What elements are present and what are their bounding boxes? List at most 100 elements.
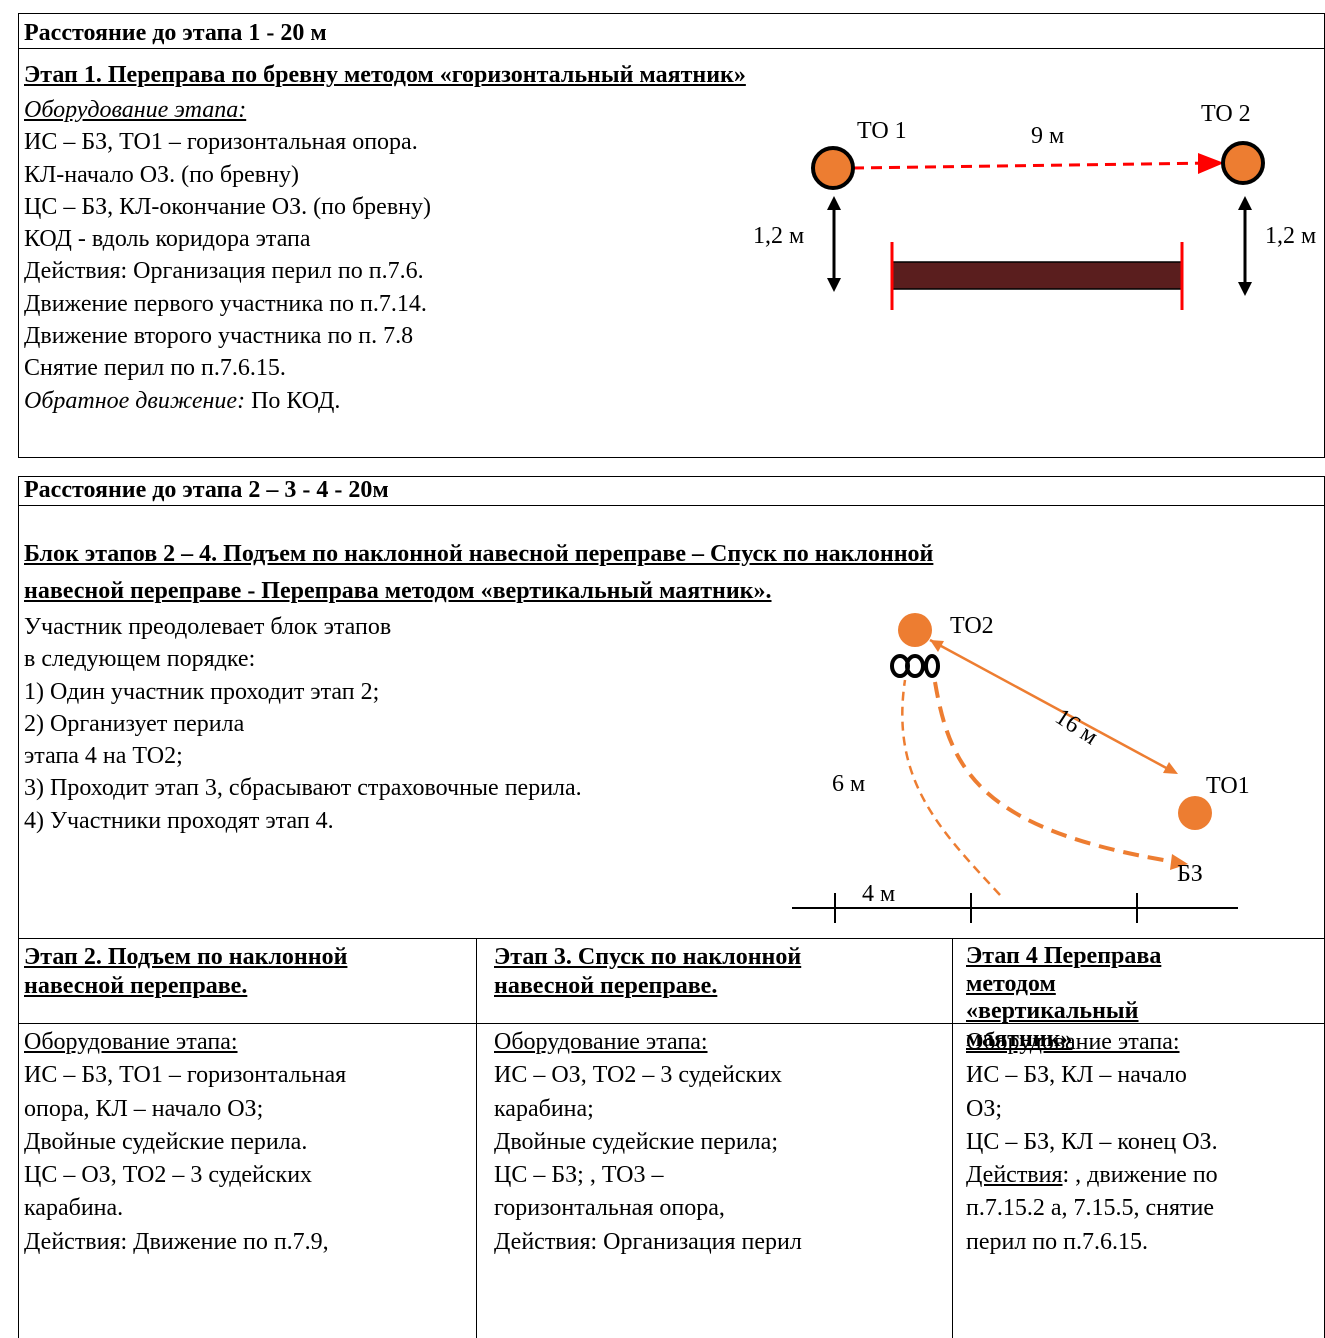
table-col-divider bbox=[476, 938, 477, 1338]
pendulum-path-curve bbox=[901, 679, 1001, 896]
slope-rope-arrowhead-top bbox=[930, 640, 944, 652]
pendulum-horizontal-diagram bbox=[811, 141, 1265, 310]
stage2-line: Двойные судейские перила. bbox=[24, 1128, 308, 1155]
table-col-divider bbox=[952, 938, 953, 1338]
stage2-body: Оборудование этапа: ИС – БЗ, ТО1 – гориз… bbox=[24, 1026, 346, 1259]
block2-line: Участник преодолевает блок этапов bbox=[24, 614, 392, 640]
block2-title-line1: Блок этапов 2 – 4. Подъем по наклонной н… bbox=[24, 541, 934, 567]
stage4-actions-label: Действия bbox=[966, 1162, 1063, 1189]
carabiner-icon bbox=[905, 654, 925, 678]
height-arrow-left-bottom-head bbox=[827, 278, 841, 292]
table-top-border bbox=[18, 938, 1325, 939]
stage3-heading: Этап 3. Спуск по наклонной навесной пере… bbox=[494, 943, 801, 1001]
descent-path-arrowhead bbox=[1170, 854, 1188, 870]
block1-line: ИС – БЗ, ТО1 – горизонтальная опора. bbox=[24, 129, 418, 156]
block1-distance: Расстояние до этапа 1 - 20 м bbox=[24, 20, 327, 46]
anchor-to1-circle bbox=[811, 146, 855, 190]
height-arrow-right-top-head bbox=[1238, 196, 1252, 210]
anchor-to2-circle bbox=[898, 613, 932, 647]
block2-text: Участник преодолевает блок этапов в след… bbox=[24, 611, 582, 837]
height-arrow-left-top-head bbox=[827, 196, 841, 210]
stage2-equipment-label: Оборудование этапа: bbox=[24, 1029, 238, 1055]
stage3-heading-line: Этап 3. Спуск по наклонной bbox=[494, 944, 802, 970]
anchor-to2-circle bbox=[1221, 141, 1265, 185]
block1-divider bbox=[18, 48, 1325, 49]
stage4-line: п.7.15.2 а, 7.15.5, снятие bbox=[966, 1195, 1215, 1222]
stage4-heading-line: «вертикальный bbox=[966, 998, 1139, 1024]
block2-line: в следующем порядке: bbox=[24, 646, 256, 673]
diagram1-label-distance: 9 м bbox=[1031, 123, 1065, 149]
stage4-heading-line: Этап 4 Переправа bbox=[966, 943, 1162, 969]
diagram1-label-height-right: 1,2 м bbox=[1265, 223, 1317, 249]
diagram1-label-height-left: 1,2 м bbox=[753, 223, 805, 249]
stage3-line: Двойные судейские перила; bbox=[494, 1128, 778, 1155]
stage4-heading: Этап 4 Переправа методом «вертикальный м… bbox=[966, 943, 1161, 1053]
block1-equipment-label: Оборудование этапа: bbox=[24, 97, 247, 123]
block2-line: 4) Участники проходят этап 4. bbox=[24, 807, 334, 834]
stage4-equipment-label: Оборудование этапа: bbox=[966, 1029, 1180, 1055]
block1-text: Оборудование этапа: ИС – БЗ, ТО1 – гориз… bbox=[24, 94, 431, 417]
diagram1-label-to2: ТО 2 bbox=[1201, 101, 1251, 127]
carabiner-icon bbox=[924, 654, 940, 678]
stage3-line: горизонтальная опора, bbox=[494, 1195, 725, 1222]
block1-title: Этап 1. Переправа по бревну методом «гор… bbox=[24, 62, 746, 88]
block2-distance: Расстояние до этапа 2 – 3 - 4 - 20м bbox=[24, 477, 389, 503]
block2-divider bbox=[18, 505, 1325, 506]
stage2-line: ИС – БЗ, ТО1 – горизонтальная bbox=[24, 1062, 347, 1089]
diagram2-label-to1: ТО1 bbox=[1206, 773, 1250, 799]
stage4-line: ЦС – БЗ, КЛ – конец ОЗ. bbox=[966, 1128, 1218, 1155]
stage2-heading-line: навесной переправе. bbox=[24, 973, 248, 999]
stage2-line: опора, КЛ – начало ОЗ; bbox=[24, 1095, 264, 1122]
stage3-line: Действия: Организация перил bbox=[494, 1228, 802, 1255]
stage4-heading-line: маятник» bbox=[966, 1025, 1073, 1052]
stage2-line: Действия: Движение по п.7.9, bbox=[24, 1228, 329, 1255]
stage4-line: ОЗ; bbox=[966, 1095, 1003, 1122]
stage2-line: ЦС – ОЗ, ТО2 – 3 судейских bbox=[24, 1162, 313, 1189]
block2-line: этапа 4 на ТО2; bbox=[24, 743, 183, 770]
stage3-heading-line: навесной переправе. bbox=[494, 973, 718, 999]
descent-path-curve bbox=[933, 681, 1176, 864]
block2-line: 1) Один участник проходит этап 2; bbox=[24, 678, 380, 705]
slope-rope-arrowhead-bottom bbox=[1163, 762, 1178, 774]
stage3-body: Оборудование этапа: ИС – ОЗ, ТО2 – 3 суд… bbox=[494, 1026, 802, 1259]
table-row-divider bbox=[18, 1023, 1325, 1024]
log-beam bbox=[891, 261, 1183, 290]
stage3-line: ИС – ОЗ, ТО2 – 3 судейских bbox=[494, 1062, 783, 1089]
stage2-heading: Этап 2. Подъем по наклонной навесной пер… bbox=[24, 943, 347, 1001]
stage4-line: ИС – БЗ, КЛ – начало bbox=[966, 1062, 1187, 1089]
stage2-line: карабина. bbox=[24, 1195, 124, 1222]
stage4-actions: Действия: , движение по bbox=[966, 1159, 1218, 1192]
diagram2-label-to2: ТО2 bbox=[950, 613, 994, 639]
block1-line: Движение второго участника по п. 7.8 bbox=[24, 323, 414, 350]
block2-title-line2: навесной переправе - Переправа методом «… bbox=[24, 578, 772, 604]
block2-line: 3) Проходит этап 3, сбрасывают страховоч… bbox=[24, 775, 582, 802]
stage4-line: перил по п.7.6.15. bbox=[966, 1228, 1149, 1255]
rope-arrowhead bbox=[1198, 153, 1224, 174]
stage4-actions-rest: : , движение по bbox=[1062, 1162, 1218, 1189]
block1-line: Действия: Организация перил по п.7.6. bbox=[24, 258, 424, 285]
slope-rope-line bbox=[929, 638, 1171, 772]
block1-return-label: Обратное движение: bbox=[24, 387, 246, 414]
stage2-heading-line: Этап 2. Подъем по наклонной bbox=[24, 944, 348, 970]
stage4-body: Оборудование этапа: ИС – БЗ, КЛ – начало… bbox=[966, 1026, 1218, 1259]
incline-traverse-diagram bbox=[792, 613, 1238, 923]
block1-line: Движение первого участника по п.7.14. bbox=[24, 290, 427, 317]
block1-line: ЦС – БЗ, КЛ-окончание ОЗ. (по бревну) bbox=[24, 193, 431, 220]
block2-line: 2) Организует перила bbox=[24, 710, 245, 737]
diagram2-label-bz: БЗ bbox=[1177, 861, 1203, 887]
anchor-to1-circle bbox=[1178, 796, 1212, 830]
stage3-line: ЦС – БЗ; , ТО3 – bbox=[494, 1162, 664, 1189]
horizontal-rope-line bbox=[852, 161, 1217, 170]
block1-line: Снятие перил по п.7.6.15. bbox=[24, 355, 286, 382]
diagram1-label-to1: ТО 1 bbox=[857, 118, 907, 144]
diagram2-label-height: 6 м bbox=[832, 771, 866, 797]
block1-return-value: По КОД. bbox=[245, 387, 341, 414]
height-arrow-right-bottom-head bbox=[1238, 282, 1252, 296]
stage3-equipment-label: Оборудование этапа: bbox=[494, 1029, 708, 1055]
block1-return: Обратное движение: По КОД. bbox=[24, 385, 431, 417]
diagram2-label-base: 4 м bbox=[862, 881, 896, 907]
block1-line: КОД - вдоль коридора этапа bbox=[24, 226, 311, 253]
stage4-heading-line: методом bbox=[966, 970, 1056, 997]
block1-line: КЛ-начало ОЗ. (по бревну) bbox=[24, 161, 299, 188]
stage3-line: карабина; bbox=[494, 1095, 594, 1122]
